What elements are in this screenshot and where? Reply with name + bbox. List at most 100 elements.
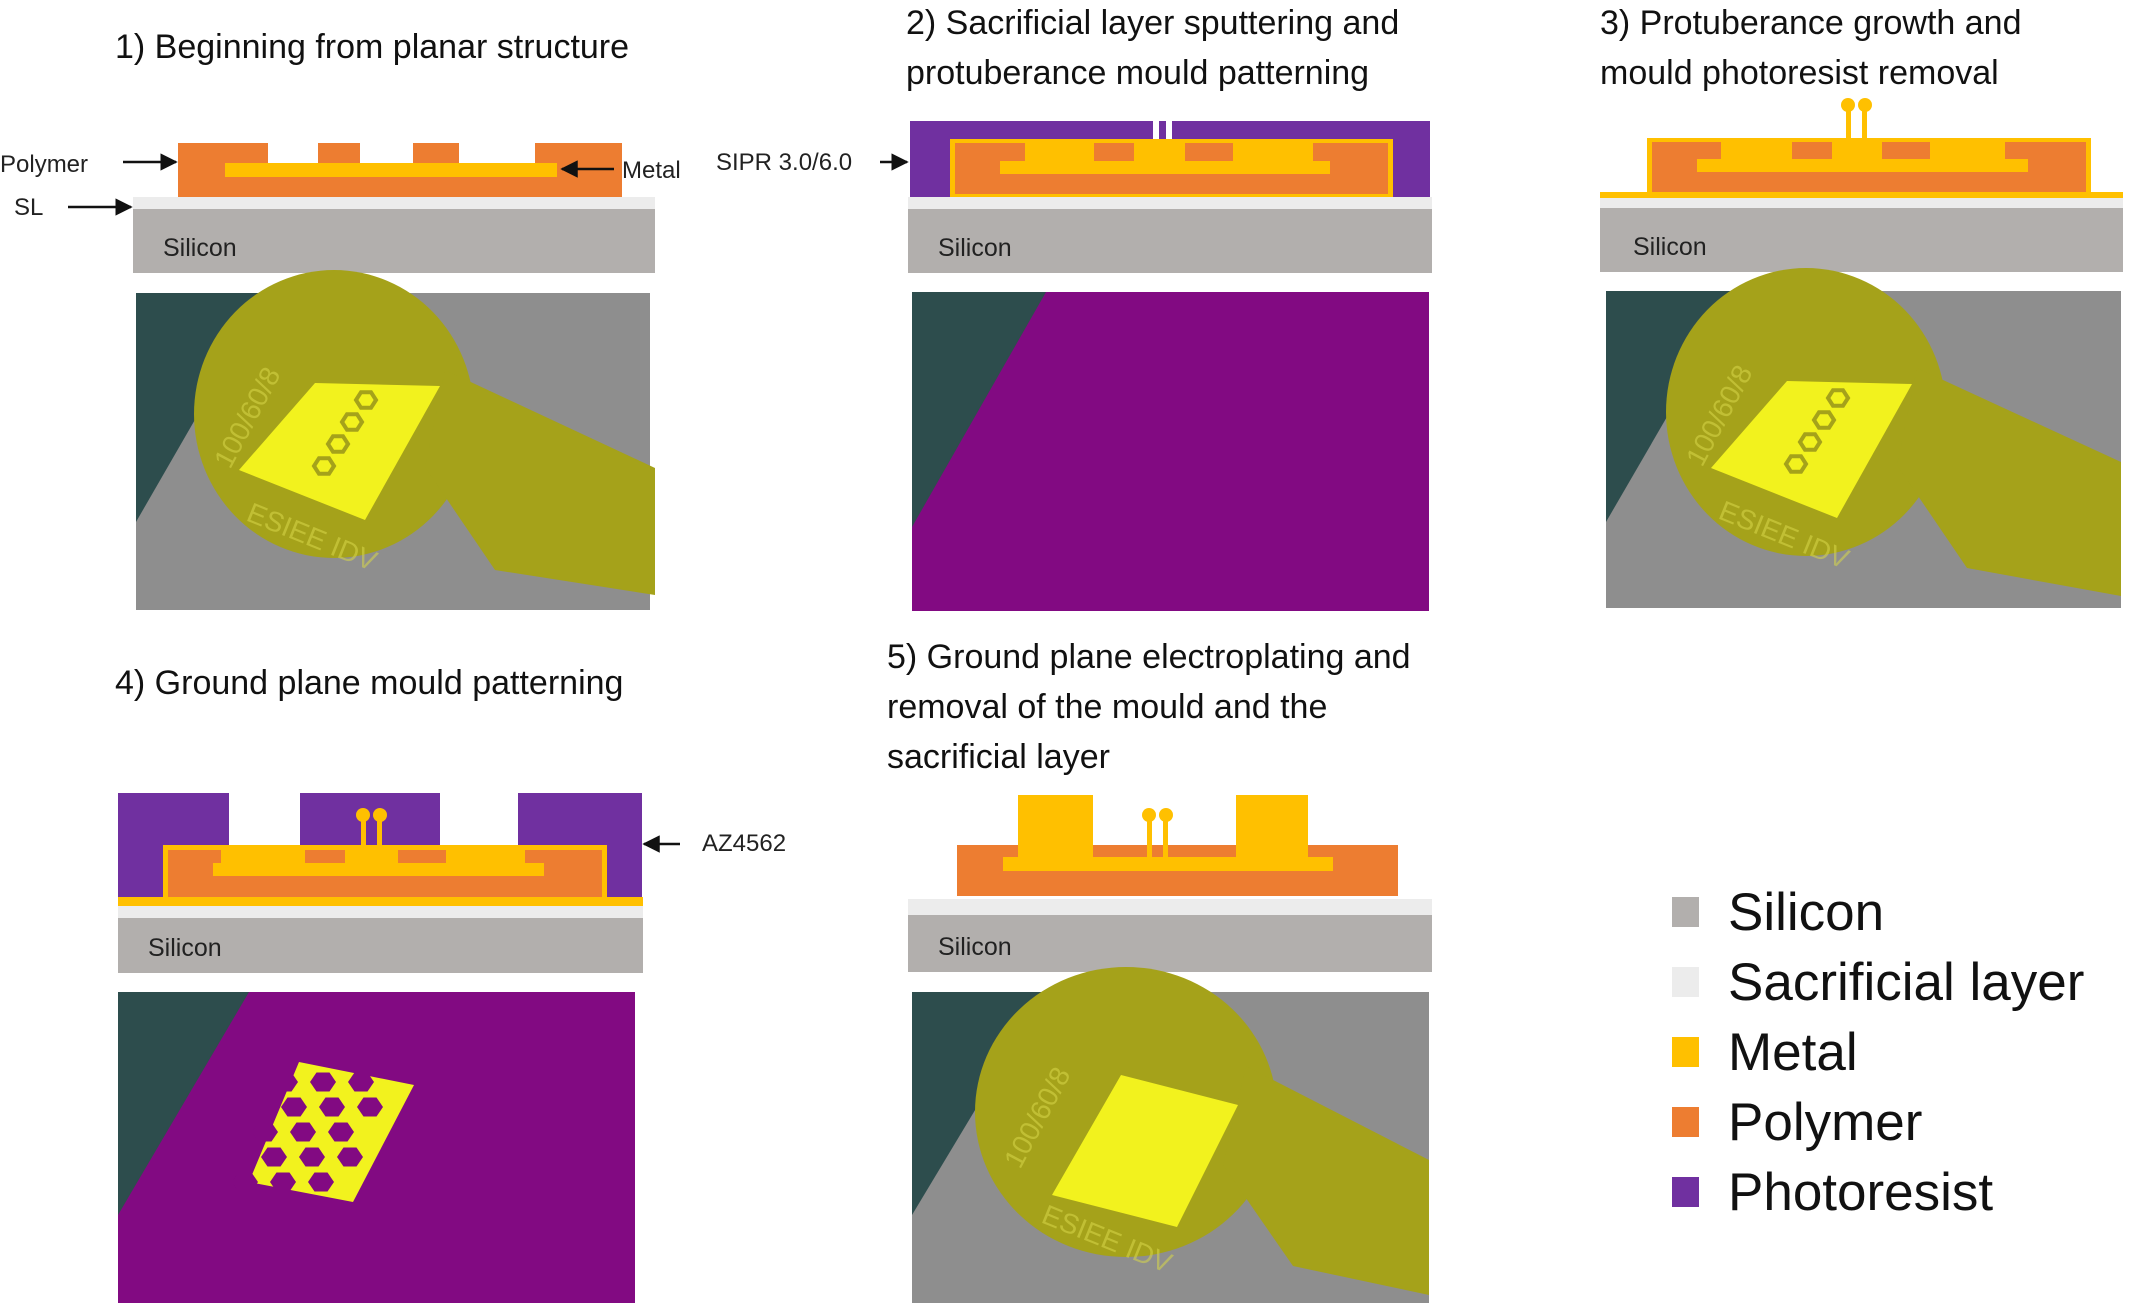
protuberance-head-1 — [1142, 808, 1156, 822]
legend-swatch — [1672, 897, 1699, 927]
silicon-label: Silicon — [163, 234, 237, 262]
honeycomb-cell — [281, 1097, 307, 1117]
metal-track — [1003, 857, 1333, 871]
render-corner — [118, 992, 249, 1215]
protuberance-head-2 — [1159, 808, 1173, 822]
legend-label: Sacrificial layer — [1728, 953, 2084, 1012]
protuberance-stem-1 — [361, 815, 366, 860]
honeycomb-cell — [310, 1072, 336, 1092]
step-5: 5) Ground plane electroplating and remov… — [887, 638, 1432, 972]
electrode-ring — [311, 456, 337, 476]
probe-head: 100/60/8 ESIEE IDV — [1666, 268, 2121, 596]
honeycomb-cell — [337, 1147, 363, 1167]
step-3-title-line-1: 3) Protuberance growth and — [1600, 4, 2021, 42]
probe-tail — [425, 370, 655, 595]
ground-plane-left — [1018, 795, 1093, 857]
step-2-title-line-1: 2) Sacrificial layer sputtering and — [906, 4, 1399, 42]
silicon-label: Silicon — [938, 933, 1012, 961]
electrode-ring — [1825, 388, 1851, 408]
metal-seed-base — [118, 897, 643, 906]
step-2: 2) Sacrificial layer sputtering and prot… — [716, 4, 1432, 273]
honeycomb-cell — [308, 1172, 334, 1192]
sacrificial-layer — [1600, 196, 2123, 208]
silicon-label: Silicon — [148, 934, 222, 962]
step-2-title-line-2: protuberance mould patterning — [906, 54, 1369, 92]
electrode-ring — [1797, 432, 1823, 452]
step-3-title-line-2: mould photoresist removal — [1600, 54, 1999, 92]
step-5-render: 100/60/8 ESIEE IDV — [912, 967, 1429, 1303]
legend-item: Silicon — [1672, 883, 1884, 942]
silicon-substrate — [908, 915, 1432, 972]
sacrificial-layer — [908, 899, 1432, 915]
probe-head: 100/60/8 ESIEE IDV — [194, 270, 655, 595]
legend-item: Polymer — [1672, 1093, 1922, 1152]
honeycomb-cell — [261, 1147, 287, 1167]
sacrificial-layer — [118, 906, 643, 918]
step-1-render: 100/60/8 ESIEE IDV — [136, 270, 655, 610]
protuberance-head-2 — [1858, 98, 1872, 112]
honeycomb-cell — [357, 1097, 383, 1117]
honeycomb-cell — [272, 1072, 298, 1092]
sacrificial-layer — [908, 197, 1432, 209]
protuberance-stem-2 — [1163, 815, 1168, 860]
step-3: 3) Protuberance growth and mould photore… — [1600, 4, 2123, 272]
legend-item: Sacrificial layer — [1672, 953, 2084, 1012]
probe-tail — [1223, 1066, 1429, 1295]
legend-item: Photoresist — [1672, 1163, 1993, 1222]
polymer-block-right — [525, 850, 602, 870]
step-5-title-line-2: removal of the mould and the — [887, 688, 1327, 726]
ground-plane-right — [1236, 795, 1308, 857]
honeycomb-cell — [348, 1072, 374, 1092]
render-corner — [912, 292, 1046, 527]
protuberance-head-1 — [1841, 98, 1855, 112]
honeycomb-cell — [319, 1097, 345, 1117]
mould-opening-2 — [1166, 121, 1172, 155]
metal-annotation: Metal — [622, 157, 681, 184]
honeycomb-cell — [290, 1122, 316, 1142]
step-4-cross-section: Silicon — [118, 793, 643, 973]
honeycomb-cell — [328, 1122, 354, 1142]
protuberance-head-2 — [373, 808, 387, 822]
step-4-render — [118, 992, 635, 1303]
silicon-substrate — [908, 209, 1432, 273]
step-5-title-line-1: 5) Ground plane electroplating and — [887, 638, 1411, 676]
step-1-title: 1) Beginning from planar structure — [115, 28, 629, 66]
step-2-render — [912, 292, 1429, 611]
legend-item: Metal — [1672, 1023, 1858, 1082]
metal-track — [1000, 161, 1330, 174]
protuberance-stem-1 — [1846, 105, 1851, 145]
protuberances — [356, 808, 387, 860]
step-4: 4) Ground plane mould patterning Silicon — [115, 664, 786, 973]
silicon-label: Silicon — [938, 234, 1012, 262]
protuberance-stem-1 — [1147, 815, 1152, 860]
step-4-title: 4) Ground plane mould patterning — [115, 664, 623, 702]
electrode-ring — [1783, 454, 1809, 474]
honeycomb-cell — [299, 1147, 325, 1167]
silicon-substrate — [133, 209, 655, 273]
protuberance-stem-2 — [377, 815, 382, 860]
sl-annotation: SL — [14, 194, 43, 221]
metal-track — [225, 163, 557, 177]
electrode-ring — [339, 412, 365, 432]
step-3-render: 100/60/8 ESIEE IDV — [1606, 268, 2121, 608]
polymer-block-left — [168, 850, 221, 870]
honeycomb-cell — [252, 1122, 278, 1142]
legend-label: Silicon — [1728, 883, 1884, 942]
legend-label: Metal — [1728, 1023, 1858, 1082]
step-2-cross-section: Silicon — [908, 121, 1432, 273]
silicon-label: Silicon — [1633, 233, 1707, 261]
mould-opening-1 — [1153, 121, 1159, 155]
silicon-substrate — [1600, 208, 2123, 272]
legend-swatch — [1672, 967, 1699, 997]
honeycomb-cell — [232, 1172, 258, 1192]
legend-label: Polymer — [1728, 1093, 1922, 1152]
electrode-ring — [325, 434, 351, 454]
step-3-cross-section: Silicon — [1600, 98, 2123, 272]
step-1-cross-section: Silicon — [133, 143, 655, 273]
legend-swatch — [1672, 1107, 1699, 1137]
silicon-substrate — [118, 918, 643, 973]
sacrificial-layer — [133, 197, 655, 209]
electrode-ring — [353, 390, 379, 410]
step-1: 1) Beginning from planar structure Silic… — [0, 28, 681, 273]
